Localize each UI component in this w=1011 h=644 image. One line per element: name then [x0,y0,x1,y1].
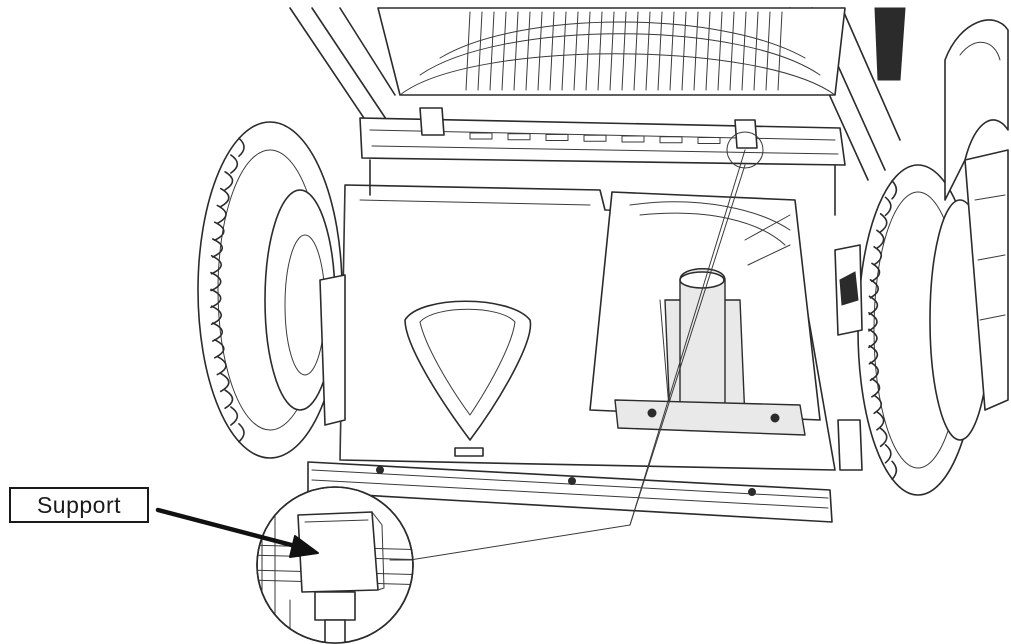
callout-arrow [155,507,319,558]
bag-rib [489,11,495,91]
bag-rib [633,11,639,91]
bag-rib [741,11,747,91]
housing-grip [404,300,532,457]
tread-lug [869,279,879,299]
side-brackets [319,244,863,471]
bag-rib [765,11,771,91]
discharge-chute [589,191,821,436]
bag-rib [669,11,675,91]
tread-lug [884,196,892,217]
plate-slot [697,137,721,145]
tread-lug [891,460,898,481]
tread-lug [219,372,230,393]
tread-lug [230,406,239,426]
side-handle [944,19,1009,411]
bag-rib [621,11,627,91]
plate-slot [583,134,607,142]
bag-rib [645,11,651,91]
plate-slot [507,133,531,141]
grass-bag [377,7,906,96]
bag-rib [717,11,723,91]
bag-rib [777,11,783,91]
tread-lug [224,389,234,409]
tread-lug [891,180,898,200]
bag-rib [501,11,507,91]
support-label: Support [9,487,149,523]
bag-rib [597,11,603,91]
bag-rib [537,11,543,91]
tread-lug [868,328,878,349]
rear-plate [359,107,846,169]
detail-leader [409,149,746,561]
tread-lug [216,204,227,225]
tread-lug [238,137,245,157]
bag-rib [513,11,519,91]
detail-magnifier [256,486,414,644]
bag-rib [561,11,567,91]
tread-lug [868,295,879,316]
tread-lug [212,238,224,258]
plate-slot [659,136,683,144]
bag-rib [729,11,735,91]
tread-lug [876,411,885,431]
bag-rib [693,11,699,91]
plate-slot [469,132,493,140]
left-wheel [197,121,343,459]
tread-lug [210,305,222,325]
tread-lug [230,154,239,174]
bag-rib [681,11,687,91]
bag-rib [465,11,471,91]
bag-rib [705,11,711,91]
tread-lug [210,255,222,275]
tread-lug [879,427,888,448]
bag-rib [525,11,531,91]
tread-lug [216,355,227,376]
tread-lug [873,246,883,266]
tread-lug [224,171,234,191]
tread-lug [879,213,888,233]
bag-rib [549,11,555,91]
tread-lug [884,444,892,464]
tread-lug [210,288,222,309]
tread-lug [871,262,881,283]
bag-rib [657,11,663,91]
tread-lug [876,229,885,250]
bag-rib [573,11,579,91]
tread-lug [868,312,878,332]
plate-slot [621,135,645,143]
tread-lug [210,271,222,292]
bottom-skirt [307,461,833,523]
tread-lug [238,423,245,443]
tread-lug [213,221,225,241]
bag-rib [585,11,591,91]
plate-slot [545,134,569,142]
bag-rib [477,11,483,91]
bag-rib [609,11,615,91]
tread-lug [219,187,230,208]
bag-rib [753,11,759,91]
